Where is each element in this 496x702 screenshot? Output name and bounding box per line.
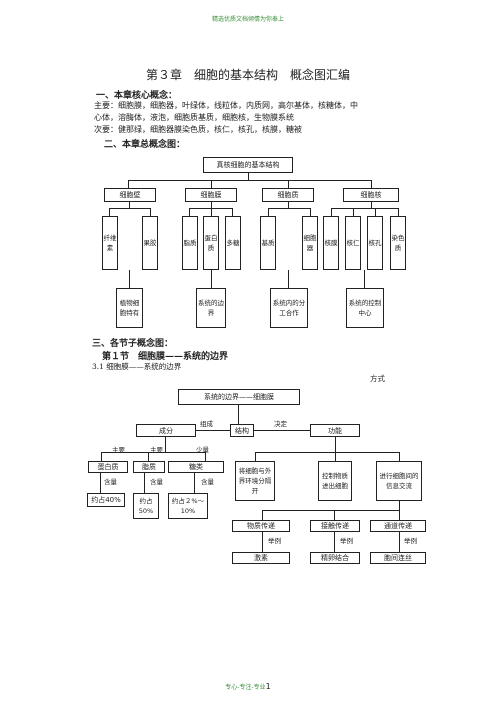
leaf-organelle: 细胞器 xyxy=(302,216,318,270)
node-sugar-percent: 约占２%～10% xyxy=(168,493,208,519)
leaf-nuclear-envelope: 核膜 xyxy=(323,216,339,270)
section3-heading: 三、各节子概念图： xyxy=(92,339,174,349)
subsection-label: 3.1 细胞膜——系统的边界 xyxy=(92,362,182,371)
label-example-1: 举例 xyxy=(268,537,281,545)
page-number: 1 xyxy=(265,682,271,691)
node-cell-wall: 细胞壁 xyxy=(104,188,156,202)
label-example-2: 举例 xyxy=(340,537,353,545)
label-main-1: 主要 xyxy=(112,446,125,454)
node-way-contact: 接触传递 xyxy=(310,520,360,532)
node-system-boundary: 系统的边界——细胞膜 xyxy=(178,389,300,405)
node-cytoplasm: 细胞质 xyxy=(262,188,314,202)
node-lipid-percent: 约占50% xyxy=(133,493,159,519)
node-way-substance: 物质传递 xyxy=(232,520,290,532)
root-node: 真核细胞的基本结构 xyxy=(203,157,293,173)
page-title: 第３章 细胞的基本结构 概念图汇编 xyxy=(145,68,350,82)
leaf-pectin: 果胶 xyxy=(142,216,158,270)
label-content-2: 含量 xyxy=(150,478,163,486)
summary-control-center: 系统的控制中心 xyxy=(346,288,384,328)
leaf-matrix: 基质 xyxy=(260,216,276,270)
leaf-lipid: 脂质 xyxy=(182,216,198,270)
label-content-1: 含量 xyxy=(104,478,117,486)
node-example-fertilization: 精卵结合 xyxy=(310,552,360,564)
node-func-separate: 将细胞与外界环境分隔开 xyxy=(235,461,275,501)
node-protein: 蛋白质 xyxy=(88,461,128,473)
node-way-channel: 通道传递 xyxy=(370,520,426,532)
footer-note: 专心-专注-专业 xyxy=(225,684,266,691)
node-lipid: 脂质 xyxy=(133,461,165,473)
node-cell-membrane: 细胞膜 xyxy=(185,188,237,202)
node-nucleus: 细胞核 xyxy=(343,188,399,202)
node-composition: 成分 xyxy=(136,424,196,437)
node-func-communicate: 进行细胞间的信息交流 xyxy=(376,461,422,501)
header-note: 精选优质文档倾情为你奉上 xyxy=(211,16,284,23)
subsection-heading: 第１节 细胞膜——系统的边界 xyxy=(102,352,229,362)
section1-heading: 一、本章核心概念： xyxy=(96,91,178,101)
label-minor: 少量 xyxy=(196,446,209,454)
leaf-chromatin: 染色质 xyxy=(390,216,406,270)
core-concepts-line2: 心体，溶酶体，液泡，细胞质基质，细胞核，生物膜系统 xyxy=(94,113,294,122)
node-protein-percent: 约占40% xyxy=(87,493,125,507)
label-example-3: 举例 xyxy=(404,537,417,545)
leaf-nucleolus: 核仁 xyxy=(345,216,361,270)
section2-heading: 二、本章总概念图： xyxy=(104,140,186,150)
node-example-plasmodesmata: 胞间连丝 xyxy=(370,552,426,564)
node-function: 功能 xyxy=(310,424,360,437)
summary-plant-specific: 植物细胞特有 xyxy=(116,288,143,328)
node-func-control: 控制物质进出细胞 xyxy=(318,461,352,501)
right-word: 方式 xyxy=(370,374,385,383)
core-concepts-line3: 次要：健那绿，细胞器膜染色质，核仁，核孔，核膜，糖被 xyxy=(94,125,302,134)
leaf-protein: 蛋白质 xyxy=(203,216,219,270)
link-compose: 组成 xyxy=(200,420,213,428)
label-main-2: 主要 xyxy=(150,446,163,454)
label-content-3: 含量 xyxy=(201,478,214,486)
node-example-hormone: 激素 xyxy=(232,552,290,564)
summary-division-cooperation: 系统内的分工合作 xyxy=(270,288,308,328)
summary-system-boundary: 系统的边界 xyxy=(196,288,226,328)
leaf-polysaccharide: 多糖 xyxy=(225,216,241,270)
footer: 专心-专注-专业1 xyxy=(0,682,496,691)
link-decide: 决定 xyxy=(274,420,287,428)
node-structure: 结构 xyxy=(230,424,254,437)
core-concepts-line1: 主要：细胞膜，细胞器，叶绿体，线粒体，内质网，高尔基体，核糖体，中 xyxy=(94,101,358,110)
node-sugar: 糖类 xyxy=(168,461,224,473)
leaf-cellulose: 纤维素 xyxy=(102,216,118,270)
leaf-nuclear-pore: 核孔 xyxy=(367,216,383,270)
